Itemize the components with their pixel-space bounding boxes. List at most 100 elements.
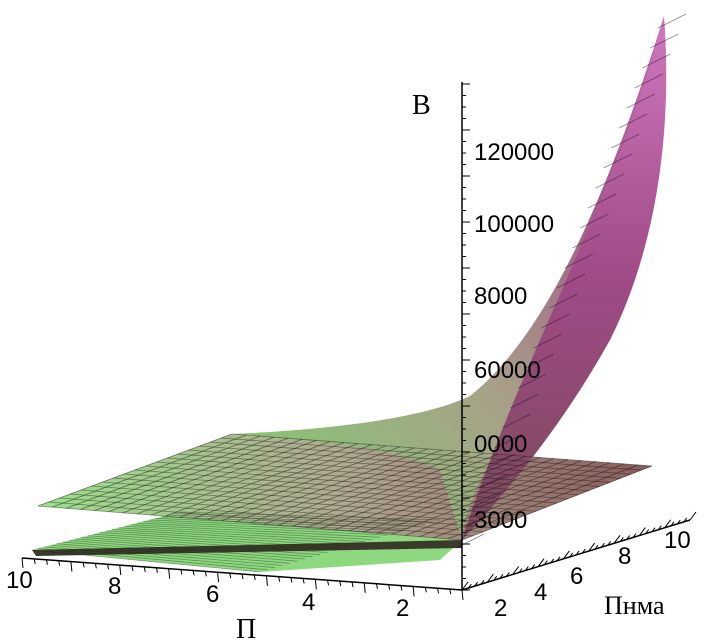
y-tick-mark xyxy=(569,552,574,558)
y-tick-label: 4 xyxy=(534,579,547,606)
y-tick-label: 2 xyxy=(494,595,507,622)
y-tick-mark xyxy=(683,517,688,523)
y-tick-mark xyxy=(562,550,570,560)
x-tick-mark xyxy=(314,579,317,590)
mesh-line xyxy=(235,448,429,523)
y-tick-mark xyxy=(588,542,596,552)
y-tick-mark xyxy=(689,511,697,521)
mesh-line xyxy=(391,460,583,535)
mesh-line xyxy=(210,441,631,475)
y-tick-mark xyxy=(581,548,586,554)
mesh-line xyxy=(580,213,609,229)
mesh-line xyxy=(419,462,611,537)
mesh-line xyxy=(603,153,632,169)
x-tick-mark xyxy=(143,566,146,572)
mesh-line xyxy=(193,445,387,519)
y-tick-mark xyxy=(531,564,536,569)
z-tick-label: 100000 xyxy=(474,211,554,238)
mesh-line xyxy=(221,447,415,522)
mesh-line xyxy=(156,461,579,496)
mesh-group xyxy=(31,13,687,573)
mesh-line xyxy=(31,549,261,573)
x-tick-mark xyxy=(180,569,183,575)
x-tick-mark xyxy=(302,578,305,584)
x-tick-mark xyxy=(192,570,195,576)
x-tick-mark xyxy=(437,588,440,594)
mesh-line xyxy=(634,73,663,89)
mesh-line xyxy=(145,465,568,500)
mesh-line xyxy=(91,485,515,520)
y-axis-label: Пнма xyxy=(604,591,665,620)
mesh-line xyxy=(587,193,617,209)
x-tick-mark xyxy=(265,575,268,586)
y-tick-mark xyxy=(512,566,520,575)
mesh-line xyxy=(179,444,373,518)
mesh-line xyxy=(463,513,492,529)
mesh-line xyxy=(377,459,569,534)
y-tick-mark xyxy=(518,568,523,573)
x-tick-mark xyxy=(375,583,378,589)
mesh-line xyxy=(348,457,541,532)
x-tick-mark xyxy=(278,576,281,582)
mesh-line xyxy=(405,461,597,536)
y-tick-label: 10 xyxy=(664,527,691,554)
x-tick-mark xyxy=(131,565,134,572)
mesh-line xyxy=(334,456,527,531)
mesh-line xyxy=(155,517,411,530)
mesh-line xyxy=(179,511,441,521)
x-tick-mark xyxy=(204,571,207,577)
mesh-line xyxy=(51,434,247,508)
x-tick-mark xyxy=(424,587,427,593)
mesh-line xyxy=(188,449,610,483)
x-tick-mark xyxy=(229,573,232,579)
x-tick-label: 4 xyxy=(302,589,315,616)
mesh-line xyxy=(66,435,261,509)
x-tick-mark xyxy=(58,560,61,566)
x-tick-label: 8 xyxy=(108,573,121,600)
y-tick-mark xyxy=(670,521,675,527)
mesh-line xyxy=(130,524,381,538)
mesh-line xyxy=(37,505,463,541)
y-tick-mark xyxy=(619,537,624,542)
mesh-line xyxy=(486,453,516,469)
mesh-line xyxy=(62,541,298,562)
mesh-line xyxy=(59,497,484,533)
x-tick-mark xyxy=(94,563,97,569)
x-tick-mark xyxy=(253,574,256,580)
mesh-line xyxy=(124,525,373,540)
mesh-line xyxy=(167,457,589,492)
mesh-line xyxy=(56,543,291,564)
mesh-line xyxy=(502,413,531,429)
y-tick-mark xyxy=(461,581,469,591)
x-tick-label: 2 xyxy=(396,595,409,622)
mesh-line xyxy=(306,453,499,528)
z-tick-label: 3000 xyxy=(474,507,527,534)
y-tick-mark xyxy=(613,535,621,544)
x-tick-mark xyxy=(217,572,220,583)
x-tick-mark xyxy=(327,580,330,586)
mesh-line xyxy=(494,433,524,449)
x-tick-mark xyxy=(119,565,122,576)
mesh-line xyxy=(525,353,555,369)
mesh-line xyxy=(221,437,642,471)
mesh-line xyxy=(455,533,485,549)
mesh-line xyxy=(118,527,366,543)
x-tick-label: 6 xyxy=(206,581,219,608)
y-tick-mark xyxy=(467,583,472,589)
mesh-line xyxy=(533,333,562,349)
y-tick-mark xyxy=(537,558,545,567)
x-tick-mark xyxy=(82,562,85,568)
z-axis-label: B xyxy=(412,90,431,121)
y-tick-mark xyxy=(575,550,580,556)
x-tick-mark xyxy=(107,564,110,570)
x-tick-mark xyxy=(449,589,452,595)
mesh-line xyxy=(68,540,306,560)
mesh-line xyxy=(564,253,593,269)
mesh-line xyxy=(572,233,601,249)
y-tick-mark xyxy=(499,574,504,579)
mesh-line xyxy=(105,530,351,547)
mesh-line xyxy=(165,443,359,517)
mesh-line xyxy=(94,437,289,511)
y-tick-mark xyxy=(626,535,631,540)
x-tick-mark xyxy=(45,559,48,565)
